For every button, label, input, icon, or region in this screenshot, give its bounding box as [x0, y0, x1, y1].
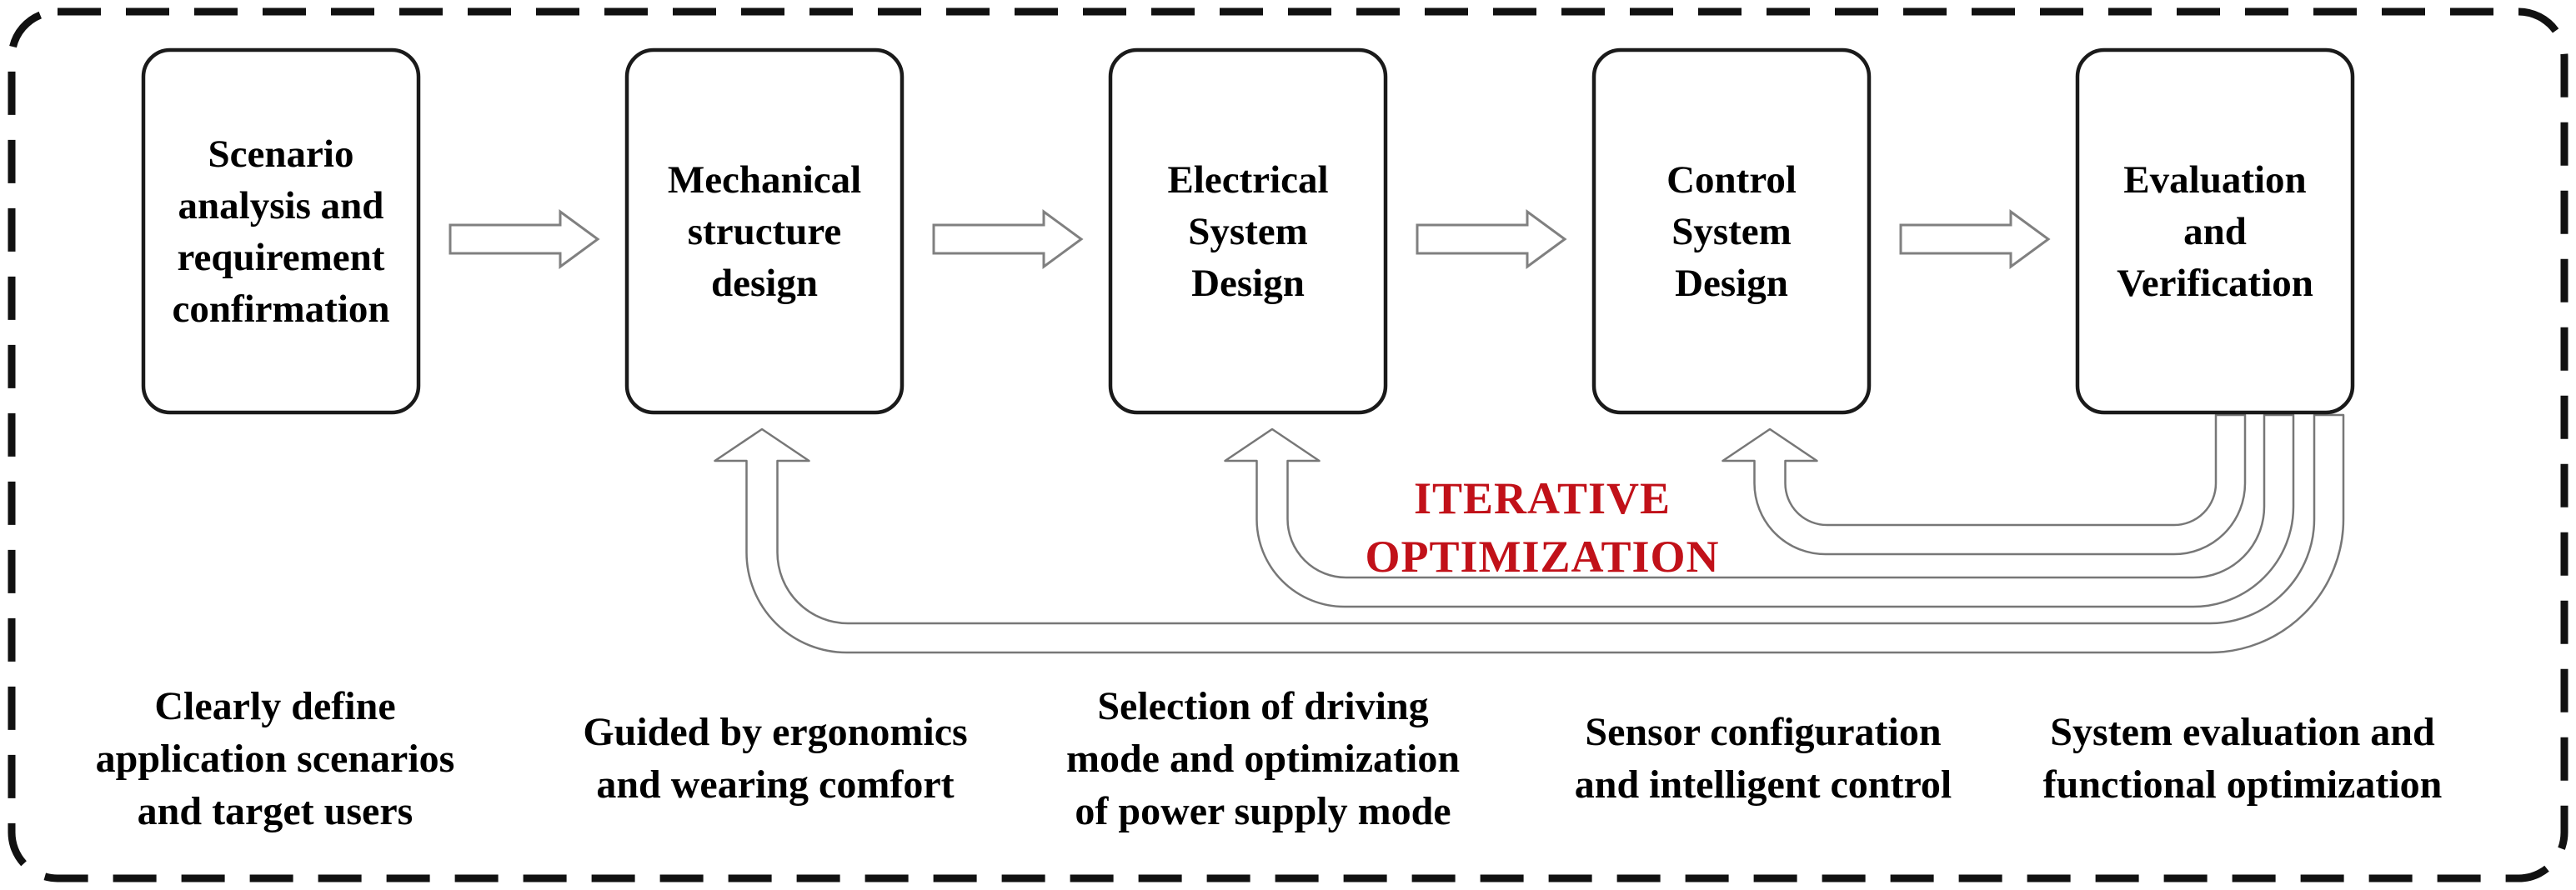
iterative-optimization-label: ITERATIVE OPTIMIZATION: [1365, 473, 1720, 582]
process-box-mechanical: [624, 48, 905, 415]
caption-evaluation: System evaluation and functional optimiz…: [2042, 710, 2443, 807]
box-label-evaluation: Evaluation and Verification: [2117, 158, 2313, 305]
process-box-control: [1591, 48, 1872, 415]
flow-arrow-4: [1899, 209, 2051, 269]
process-box-scenario: [141, 48, 421, 415]
feedback-arrow-to-electrical: [1224, 413, 2295, 608]
dashed-border: [8, 8, 2568, 882]
caption-electrical: Selection of driving mode and optimizati…: [1065, 683, 1461, 833]
box-label-electrical: Electrical System Design: [1167, 158, 1329, 305]
flow-arrow-1: [449, 209, 600, 269]
caption-scenario: Clearly define application scenarios and…: [95, 683, 455, 833]
feedback-arrow-to-mechanical: [714, 413, 2345, 654]
caption-mechanical: Guided by ergonomics and wearing comfort: [583, 710, 968, 807]
caption-control: Sensor configuration and intelligent con…: [1574, 710, 1952, 807]
process-box-electrical: [1108, 48, 1388, 415]
box-label-mechanical: Mechanical structure design: [667, 158, 862, 305]
flow-arrow-3: [1416, 209, 1567, 269]
box-label-scenario: Scenario analysis and requirement confir…: [172, 132, 390, 331]
flow-arrow-2: [932, 209, 1084, 269]
process-box-evaluation: [2075, 48, 2355, 415]
box-label-control: Control System Design: [1666, 158, 1797, 305]
feedback-arrow-to-control: [1722, 413, 2247, 556]
